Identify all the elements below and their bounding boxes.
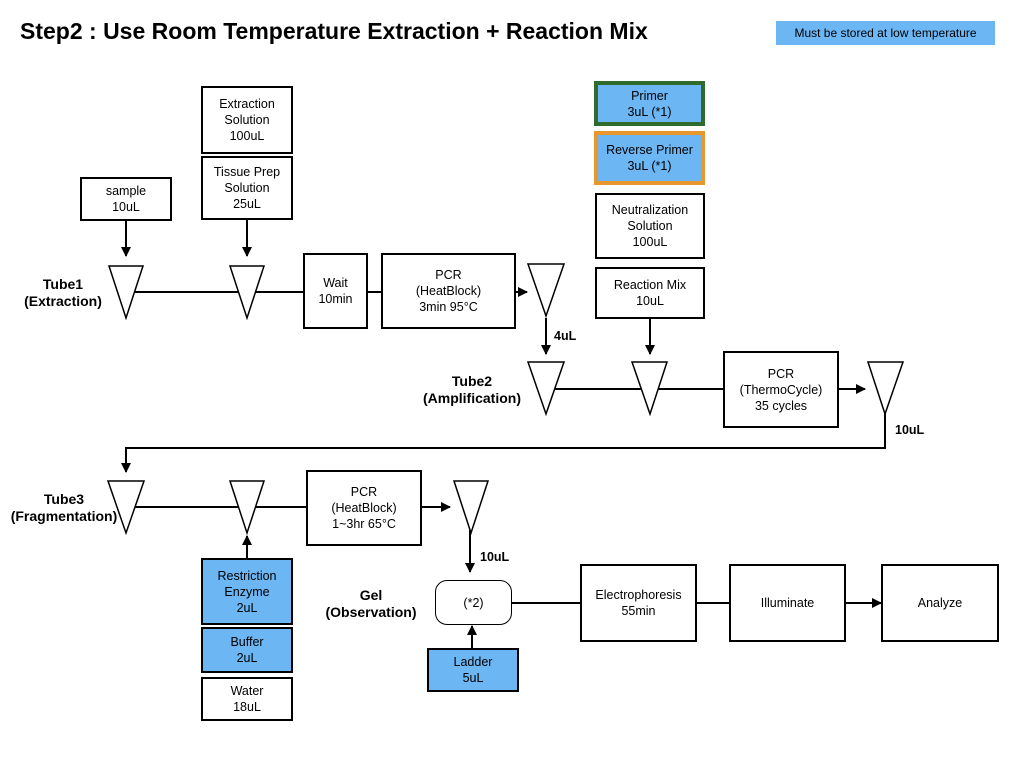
tube1-prep-tube: [228, 265, 266, 321]
reverse-primer-box: Reverse Primer 3uL (*1): [594, 131, 705, 185]
volume-to-gel: 10uL: [480, 550, 510, 564]
pcr-heatblock-box-1: PCR (HeatBlock) 3min 95°C: [381, 253, 516, 329]
water-box: Water 18uL: [201, 677, 293, 721]
restriction-enzyme-box: Restriction Enzyme 2uL: [201, 558, 293, 625]
ladder-box: Ladder 5uL: [427, 648, 519, 692]
gel-well-box: (*2): [435, 580, 512, 625]
tissue-prep-box: Tissue Prep Solution 25uL: [201, 156, 293, 220]
electrophoresis-box: Electrophoresis 55min: [580, 564, 697, 642]
buffer-box: Buffer 2uL: [201, 627, 293, 673]
tube2-output-tube: [866, 361, 905, 417]
sample-box: sample 10uL: [80, 177, 172, 221]
tube2-mix-tube: [630, 361, 669, 417]
reaction-mix-box: Reaction Mix 10uL: [595, 267, 705, 319]
tube3-label: Tube3 (Fragmentation): [10, 491, 118, 524]
page-title: Step2 : Use Room Temperature Extraction …: [20, 18, 648, 44]
tube3-input-tube: [106, 480, 146, 536]
tube2-input-tube: [526, 361, 566, 417]
tube2-to-tube3-line: [121, 410, 886, 473]
tube1-heated-tube: [526, 263, 566, 319]
volume-to-tube3: 10uL: [895, 423, 925, 437]
extraction-solution-box: Extraction Solution 100uL: [201, 86, 293, 154]
pcr-thermocycle-box: PCR (ThermoCycle) 35 cycles: [723, 351, 839, 428]
neutralization-box: Neutralization Solution 100uL: [595, 193, 705, 259]
gel-label: Gel (Observation): [325, 587, 417, 620]
tube3-output-tube: [452, 480, 490, 536]
analyze-box: Analyze: [881, 564, 999, 642]
volume-to-tube2: 4uL: [554, 329, 577, 343]
tube3-enzyme-tube: [228, 480, 266, 536]
pcr-heatblock-box-2: PCR (HeatBlock) 1~3hr 65°C: [306, 470, 422, 546]
tube2-label: Tube2 (Amplification): [423, 373, 521, 406]
primer-box: Primer 3uL (*1): [594, 81, 705, 126]
low-temp-legend: Must be stored at low temperature: [776, 21, 995, 45]
tube1-label: Tube1 (Extraction): [24, 276, 102, 309]
illuminate-box: Illuminate: [729, 564, 846, 642]
tube1-sample-tube: [107, 265, 145, 321]
wait-box: Wait 10min: [303, 253, 368, 329]
